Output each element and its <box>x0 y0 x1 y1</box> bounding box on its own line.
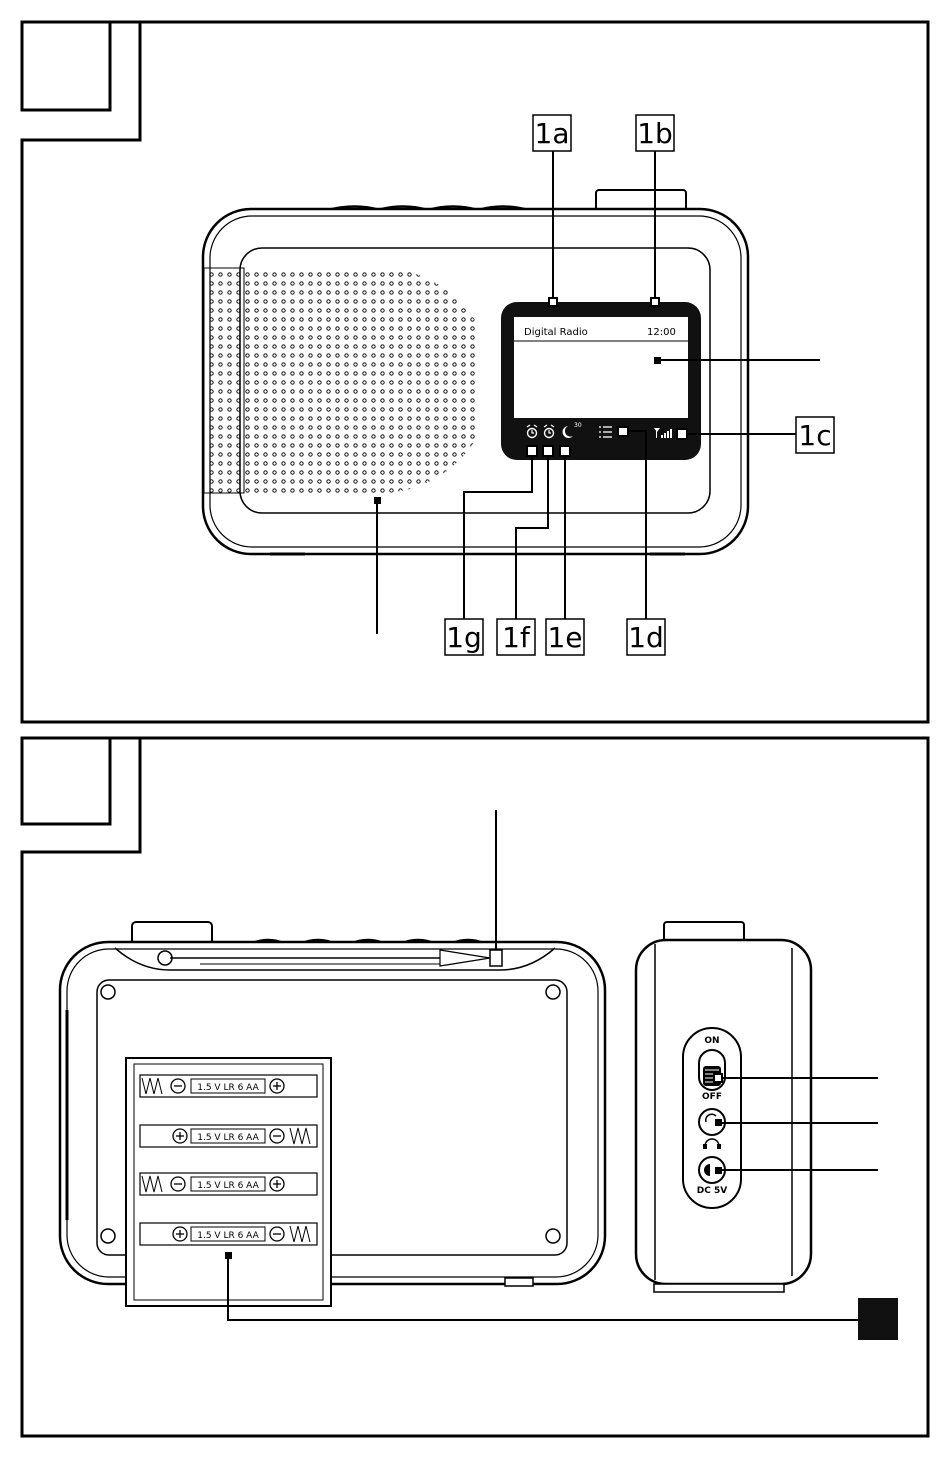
battery-label: 1.5 V LR 6 AA <box>197 1181 259 1191</box>
svg-text:1g: 1g <box>446 621 482 654</box>
dc-label: DC 5V <box>697 1186 727 1196</box>
callout-1a: 1a <box>533 115 571 151</box>
figure-number-box-1 <box>22 22 110 110</box>
panel-back-view: 1.5 V LR 6 AA 1.5 V LR 6 AA 1.5 V <box>22 738 928 1436</box>
sleep-minutes: 30 <box>574 422 582 429</box>
screen-title: Digital Radio <box>524 327 588 338</box>
callout-1g: 1g <box>445 619 483 655</box>
callout-1b: 1b <box>636 115 674 151</box>
callout-1e: 1e <box>546 619 584 655</box>
svg-text:1d: 1d <box>628 621 664 654</box>
radio-back: 1.5 V LR 6 AA 1.5 V LR 6 AA 1.5 V <box>60 922 605 1306</box>
svg-text:1a: 1a <box>535 117 570 150</box>
panel-front-view: Digital Radio 12:00 30 <box>22 22 928 722</box>
battery-label: 1.5 V LR 6 AA <box>197 1083 259 1093</box>
battery-label: 1.5 V LR 6 AA <box>197 1133 259 1143</box>
screen-time: 12:00 <box>647 327 676 338</box>
svg-text:1f: 1f <box>502 621 531 654</box>
callout-1d: 1d <box>627 619 665 655</box>
svg-text:1c: 1c <box>798 419 831 452</box>
back-knob <box>132 922 212 944</box>
marker-box <box>858 1298 898 1340</box>
switch-on-label: ON <box>704 1036 719 1046</box>
svg-text:1b: 1b <box>637 117 673 150</box>
battery-label: 1.5 V LR 6 AA <box>197 1231 259 1241</box>
speaker-grill <box>205 268 475 493</box>
figure-number-box-2 <box>22 738 110 824</box>
radio-front: Digital Radio 12:00 30 <box>203 190 748 554</box>
switch-off-label: OFF <box>702 1092 722 1102</box>
svg-text:1e: 1e <box>547 621 582 654</box>
callout-1c: 1c <box>796 417 834 453</box>
radio-side: ON OFF DC 5V <box>636 922 811 1292</box>
callout-1f: 1f <box>497 619 535 655</box>
